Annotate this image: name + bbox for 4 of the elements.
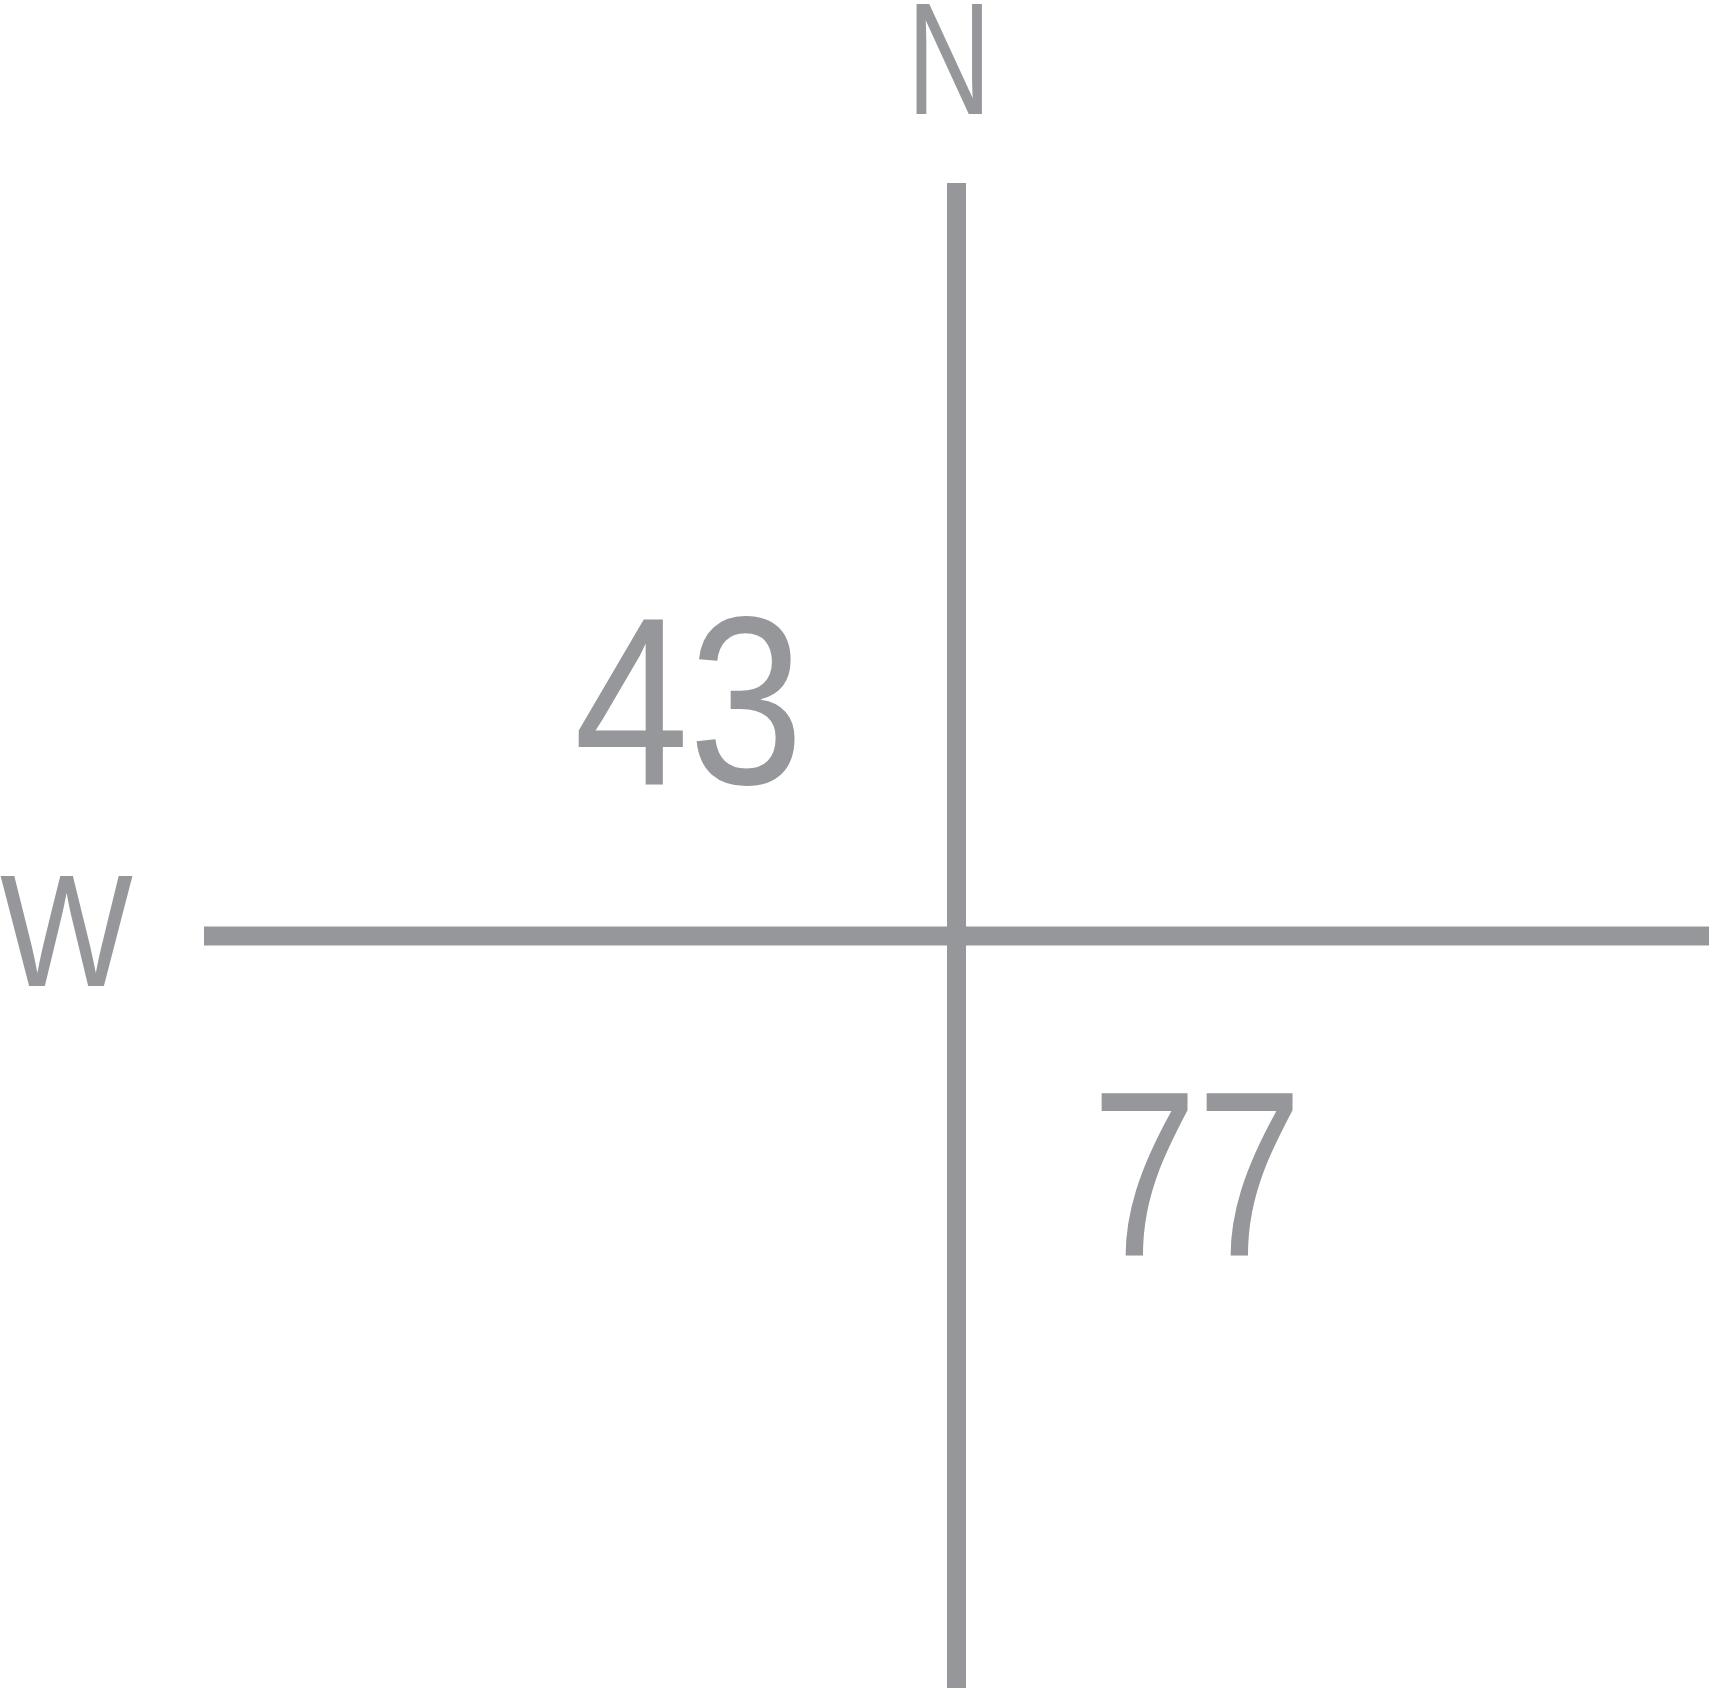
coordinate-number: 77 — [1092, 1087, 1302, 1262]
direction-letter: W — [0, 872, 133, 991]
direction-letter: N — [907, 0, 992, 119]
coordinate-number: 43 — [574, 613, 804, 791]
